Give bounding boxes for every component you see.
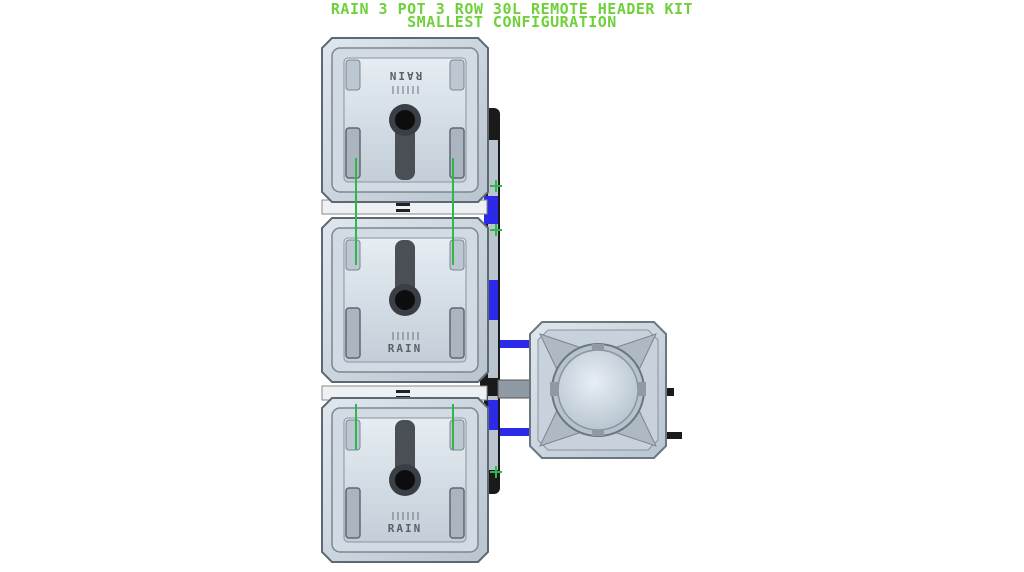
reservoir-tank [529,321,682,459]
pot-3: RAIN [321,397,489,563]
diagram-title: RAIN 3 POT 3 ROW 30L REMOTE HEADER KIT [330,0,694,18]
pot-2: RAIN [321,217,489,383]
pot-1: RAIN [321,37,489,203]
drip-lines [355,158,502,478]
drain-hole [395,470,415,490]
diagram-subtitle: SMALLEST CONFIGURATION [407,13,617,31]
pot-label: RAIN [388,69,423,82]
drain-hole [395,290,415,310]
reservoir-connector [480,378,533,399]
pot-label: RAIN [388,522,423,535]
pot-label: RAIN [388,342,423,355]
drain-hole [395,110,415,130]
reservoir-lid [557,349,639,431]
